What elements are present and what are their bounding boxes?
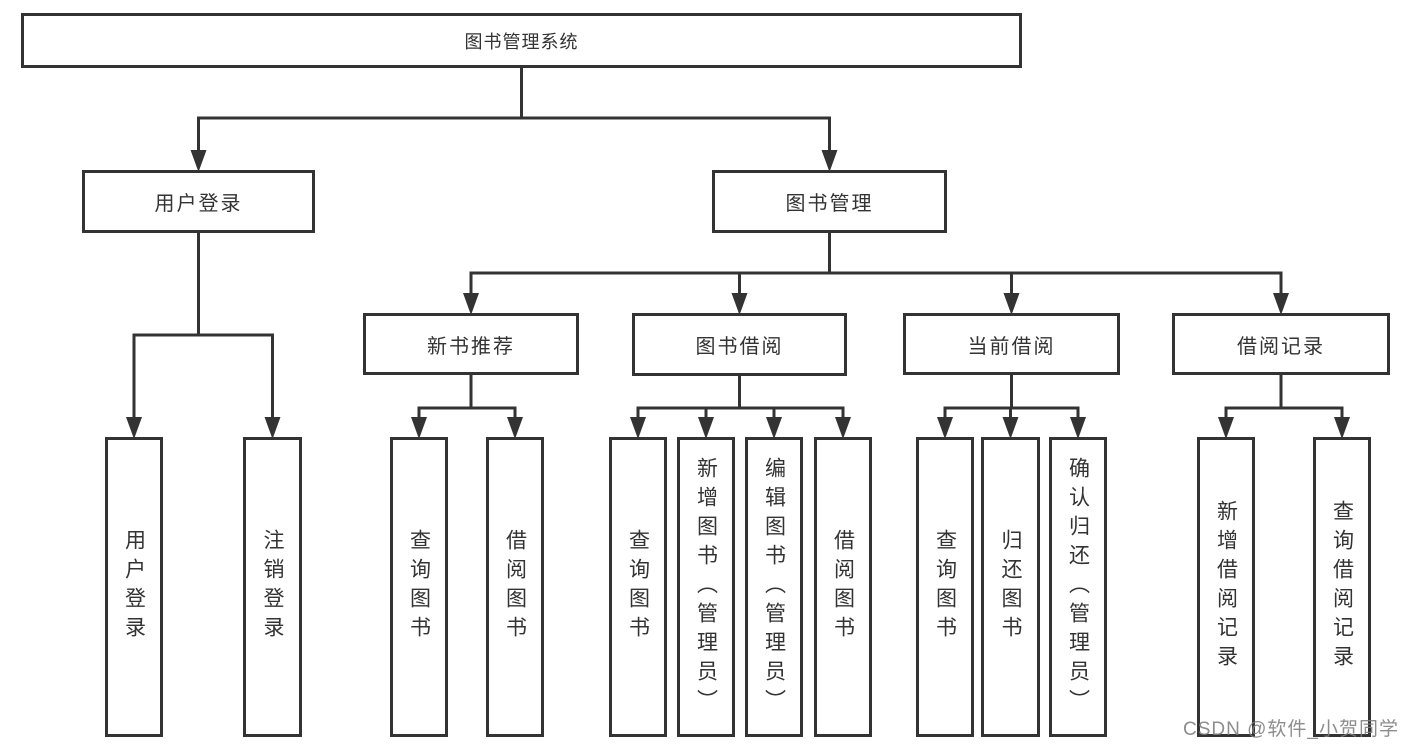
node-leaf-bb-query: 查询图书 xyxy=(609,437,667,737)
node-leaf-cb-query: 查询图书 xyxy=(916,437,974,737)
arrowhead-icon xyxy=(835,417,851,439)
arrowhead-icon xyxy=(630,417,646,439)
node-book-borrow: 图书借阅 xyxy=(632,313,847,376)
node-leaf-bb-add: 新增图书（管理员） xyxy=(677,437,735,737)
node-label: 查询图书 xyxy=(407,529,431,645)
arrowhead-icon xyxy=(463,293,479,315)
node-leaf-cb-confirm: 确认归还（管理员） xyxy=(1049,437,1107,737)
node-label: 查询图书 xyxy=(933,529,957,645)
node-label: 借阅图书 xyxy=(503,529,527,645)
node-label: 新增借阅记录 xyxy=(1214,500,1238,674)
node-label: 用户登录 xyxy=(154,193,243,215)
arrowhead-icon xyxy=(1334,417,1350,439)
node-label: 用户登录 xyxy=(122,529,146,645)
node-leaf-bb-edit: 编辑图书（管理员） xyxy=(745,437,803,737)
node-label: 查询借阅记录 xyxy=(1330,500,1354,674)
arrowhead-icon xyxy=(1273,293,1289,315)
node-label: 新增图书（管理员） xyxy=(694,456,718,718)
node-label: 图书借阅 xyxy=(695,336,784,358)
arrowhead-icon xyxy=(698,417,714,439)
node-label: 借阅图书 xyxy=(831,529,855,645)
arrowhead-icon xyxy=(1003,293,1020,315)
node-current-borrow: 当前借阅 xyxy=(903,313,1120,375)
node-label: 编辑图书（管理员） xyxy=(762,456,786,718)
arrowhead-icon xyxy=(766,417,782,439)
arrowhead-icon xyxy=(821,150,838,172)
node-label: 图书管理系统 xyxy=(464,31,579,52)
node-leaf-cb-return: 归还图书 xyxy=(981,437,1040,737)
node-label: 注销登录 xyxy=(261,529,284,645)
node-leaf-logout: 注销登录 xyxy=(243,437,302,737)
arrowhead-icon xyxy=(1218,417,1234,439)
arrowhead-icon xyxy=(1002,417,1019,439)
node-borrow-record: 借阅记录 xyxy=(1172,313,1390,375)
node-leaf-nbr-borrow: 借阅图书 xyxy=(486,437,544,737)
arrowhead-icon xyxy=(190,150,207,172)
arrowhead-icon xyxy=(1070,417,1086,439)
node-label: 新书推荐 xyxy=(427,335,515,358)
node-label: 图书管理 xyxy=(785,193,874,215)
node-new-book-rec: 新书推荐 xyxy=(363,313,579,375)
node-label: 确认归还（管理员） xyxy=(1066,456,1090,718)
watermark: CSDN @软件_小贺同学 xyxy=(1183,719,1399,740)
node-user-login: 用户登录 xyxy=(82,170,315,233)
arrowhead-icon xyxy=(264,417,281,439)
arrowhead-icon xyxy=(937,417,953,439)
node-leaf-br-query: 查询借阅记录 xyxy=(1313,437,1371,737)
arrowhead-icon xyxy=(731,293,748,315)
node-label: 借阅记录 xyxy=(1237,335,1325,358)
node-label: 当前借阅 xyxy=(967,335,1056,358)
node-leaf-user-login: 用户登录 xyxy=(105,437,163,737)
arrowhead-icon xyxy=(126,417,142,439)
node-label: 归还图书 xyxy=(999,529,1022,645)
arrowhead-icon xyxy=(411,417,427,439)
node-leaf-nbr-query: 查询图书 xyxy=(390,437,448,737)
node-leaf-br-add: 新增借阅记录 xyxy=(1197,437,1255,737)
node-label: 查询图书 xyxy=(626,529,650,645)
node-leaf-bb-borrow: 借阅图书 xyxy=(814,437,872,737)
node-root: 图书管理系统 xyxy=(21,13,1022,68)
arrowhead-icon xyxy=(507,417,523,439)
node-book-mgmt: 图书管理 xyxy=(712,170,947,233)
